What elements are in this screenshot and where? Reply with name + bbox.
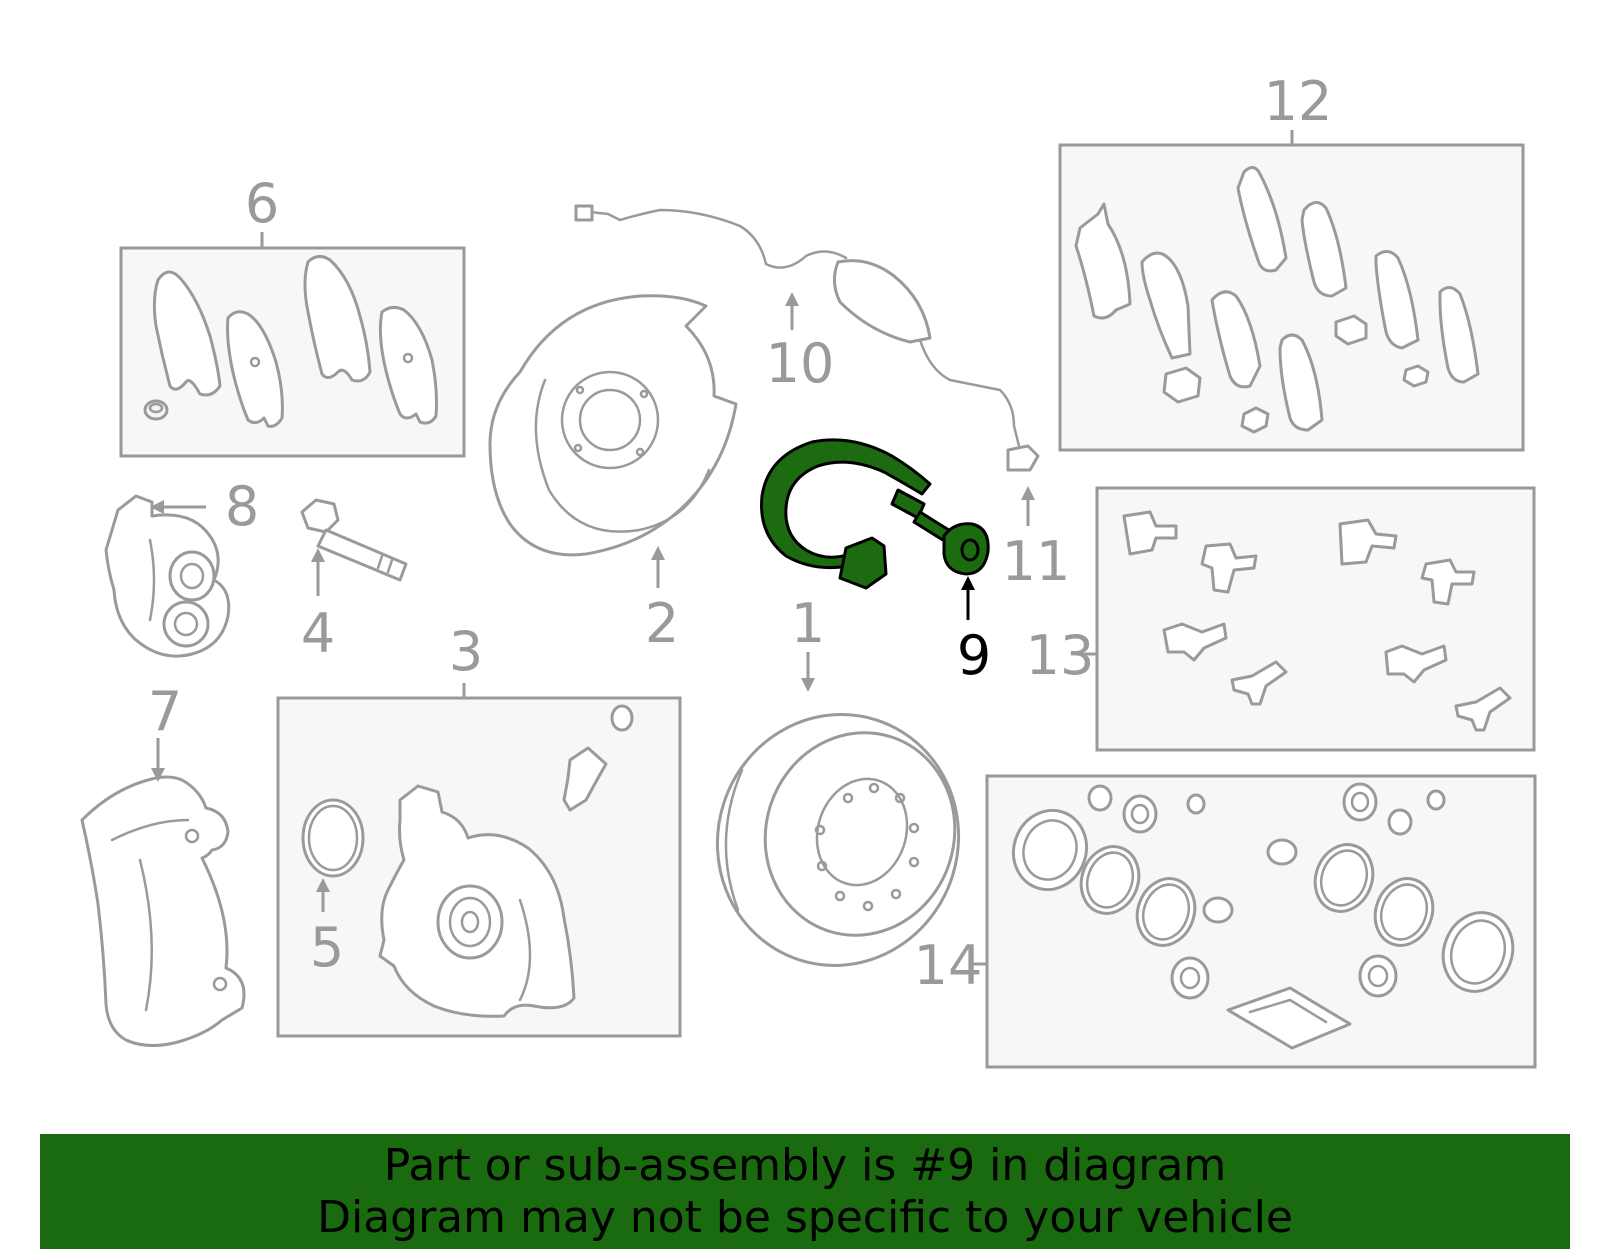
callout-2[interactable]: 2	[645, 546, 679, 655]
part-1-brake-rotor[interactable]	[685, 683, 991, 997]
callout-1[interactable]: 1	[791, 592, 825, 692]
callout-10[interactable]: 10	[766, 292, 835, 395]
part-5-seal-ring[interactable]	[301, 798, 365, 878]
callout-label-1: 1	[791, 592, 825, 655]
callout-7[interactable]: 7	[148, 680, 182, 782]
callout-label-12: 12	[1264, 70, 1333, 133]
callout-12[interactable]: 12	[1264, 70, 1333, 145]
callout-14[interactable]: 14	[914, 934, 987, 997]
callout-9[interactable]: 9	[957, 576, 991, 687]
banner-line-2: Diagram may not be specific to your vehi…	[317, 1192, 1293, 1243]
callout-label-6: 6	[245, 172, 279, 235]
group-13-hardware-kit[interactable]	[1095, 486, 1536, 752]
callout-11[interactable]: 11	[1002, 486, 1071, 593]
callout-label-11: 11	[1002, 530, 1071, 593]
callout-label-9: 9	[957, 624, 991, 687]
part-2-backing-plate[interactable]	[488, 294, 738, 557]
callout-label-2: 2	[645, 592, 679, 655]
callout-label-4: 4	[301, 602, 335, 665]
callout-3[interactable]: 3	[449, 620, 483, 698]
callout-label-14: 14	[914, 934, 983, 997]
part-8-parking-brake-actuator[interactable]	[104, 494, 231, 658]
callout-4[interactable]: 4	[301, 548, 335, 665]
callout-5[interactable]: 5	[310, 878, 344, 979]
callout-label-10: 10	[766, 332, 835, 395]
callout-13[interactable]: 13	[1026, 624, 1097, 687]
group-6-brake-pad-set[interactable]	[119, 246, 466, 458]
callout-label-7: 7	[148, 680, 182, 743]
callout-6[interactable]: 6	[245, 172, 279, 248]
callout-8[interactable]: 8	[150, 475, 259, 538]
callout-label-3: 3	[449, 620, 483, 683]
part-9-brake-hose[interactable]	[760, 438, 990, 590]
group-12-pad-kit[interactable]	[1058, 143, 1525, 452]
group-14-caliper-seal-kit[interactable]	[985, 774, 1537, 1069]
callout-label-8: 8	[225, 475, 259, 538]
part-4-bolt[interactable]	[300, 498, 408, 582]
info-banner: Part or sub-assembly is #9 in diagram Di…	[40, 1134, 1570, 1249]
part-7-caliper-bracket[interactable]	[80, 775, 246, 1047]
banner-line-1: Part or sub-assembly is #9 in diagram	[383, 1140, 1227, 1191]
part-10-speed-sensor-wire[interactable]	[574, 204, 1040, 472]
callout-label-13: 13	[1026, 624, 1095, 687]
callout-label-5: 5	[310, 916, 344, 979]
